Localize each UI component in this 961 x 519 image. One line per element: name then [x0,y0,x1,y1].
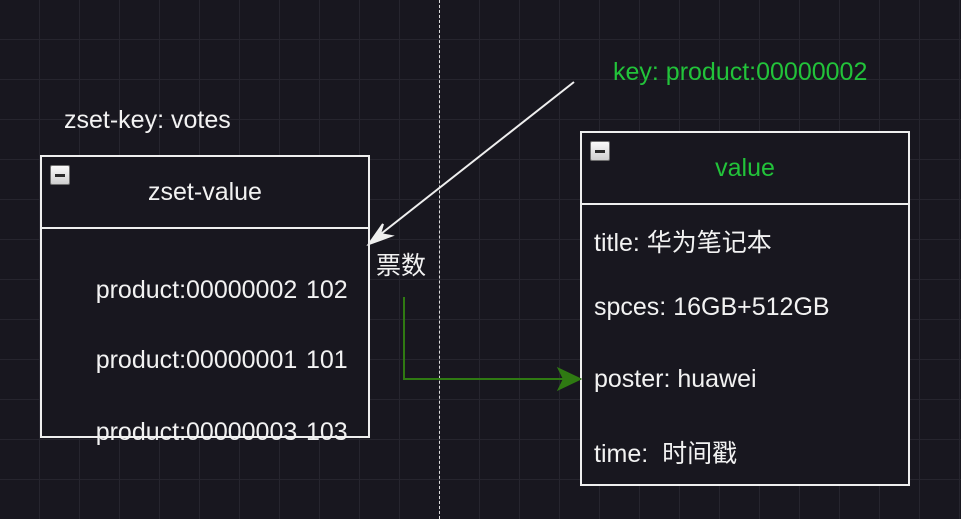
zset-key-label: zset-key: votes [64,106,231,134]
zset-member: product:00000001 [95,346,298,374]
minus-square-icon[interactable] [50,165,70,185]
zset-table-header: zset-value [42,157,368,229]
hash-table: value title: 华为笔记本 spces: 16GB+512GB pos… [580,131,910,486]
zset-row: product:00000001 101 [54,317,348,404]
hash-table-title: value [715,154,775,182]
zset-table-title: zset-value [148,178,262,206]
hash-field: time: 时间戳 [594,440,738,468]
zset-score: 102 [306,276,348,304]
votes-label: 票数 [376,252,427,280]
hash-key-label: key: product:00000002 [613,58,868,86]
zset-member: product:00000003 [95,418,298,446]
zset-member: product:00000002 [95,276,298,304]
key-to-zset-arrow [366,81,575,247]
zset-table: zset-value product:00000002 102 product:0… [40,155,370,446]
hash-field: spces: 16GB+512GB [594,293,830,321]
zset-score: 103 [306,418,348,446]
zset-score: 101 [306,346,348,374]
hash-field: title: 华为笔记本 [594,229,772,257]
votes-to-poster-arrow [403,297,583,392]
hash-table-header: value [582,133,908,205]
zset-row: product:00000003 103 [54,389,348,476]
zset-row: product:00000002 102 [54,247,348,334]
hash-field: poster: huawei [594,365,757,393]
dashed-divider [439,0,440,519]
minus-square-icon[interactable] [590,141,610,161]
